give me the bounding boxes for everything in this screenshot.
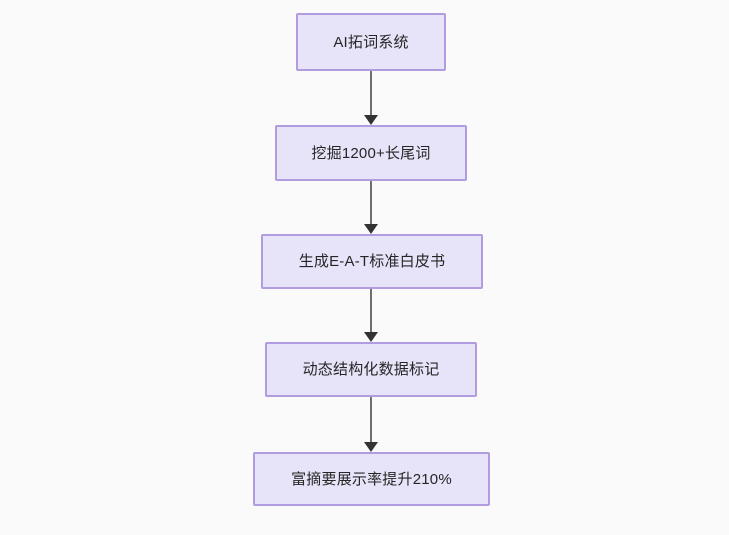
flow-node-label: 挖掘1200+长尾词 [311, 144, 431, 162]
arrowhead-n4-n5 [364, 442, 378, 452]
flow-node-label: 生成E-A-T标准白皮书 [298, 253, 446, 270]
flow-node-label: 动态结构化数据标记 [302, 361, 440, 378]
arrowhead-n1-n2 [364, 115, 378, 125]
arrowhead-n3-n4 [364, 332, 378, 342]
flow-node-generate-eat-whitepaper[interactable]: 生成E-A-T标准白皮书 [261, 234, 483, 289]
edge-n2-n3 [364, 181, 378, 234]
edge-n1-n2 [364, 71, 378, 125]
flow-node-dynamic-structured-data-markup[interactable]: 动态结构化数据标记 [265, 342, 477, 397]
flow-node-mine-longtail-keywords[interactable]: 挖掘1200+长尾词 [275, 125, 467, 181]
arrowhead-n2-n3 [364, 224, 378, 234]
flow-node-rich-snippet-uplift[interactable]: 富摘要展示率提升210% [253, 452, 490, 506]
flow-node-label: 富摘要展示率提升210% [291, 470, 452, 488]
flow-node-label: AI拓词系统 [333, 33, 409, 51]
edge-n4-n5 [364, 397, 378, 452]
flow-node-ai-keyword-system[interactable]: AI拓词系统 [296, 13, 446, 71]
edge-n3-n4 [364, 289, 378, 342]
